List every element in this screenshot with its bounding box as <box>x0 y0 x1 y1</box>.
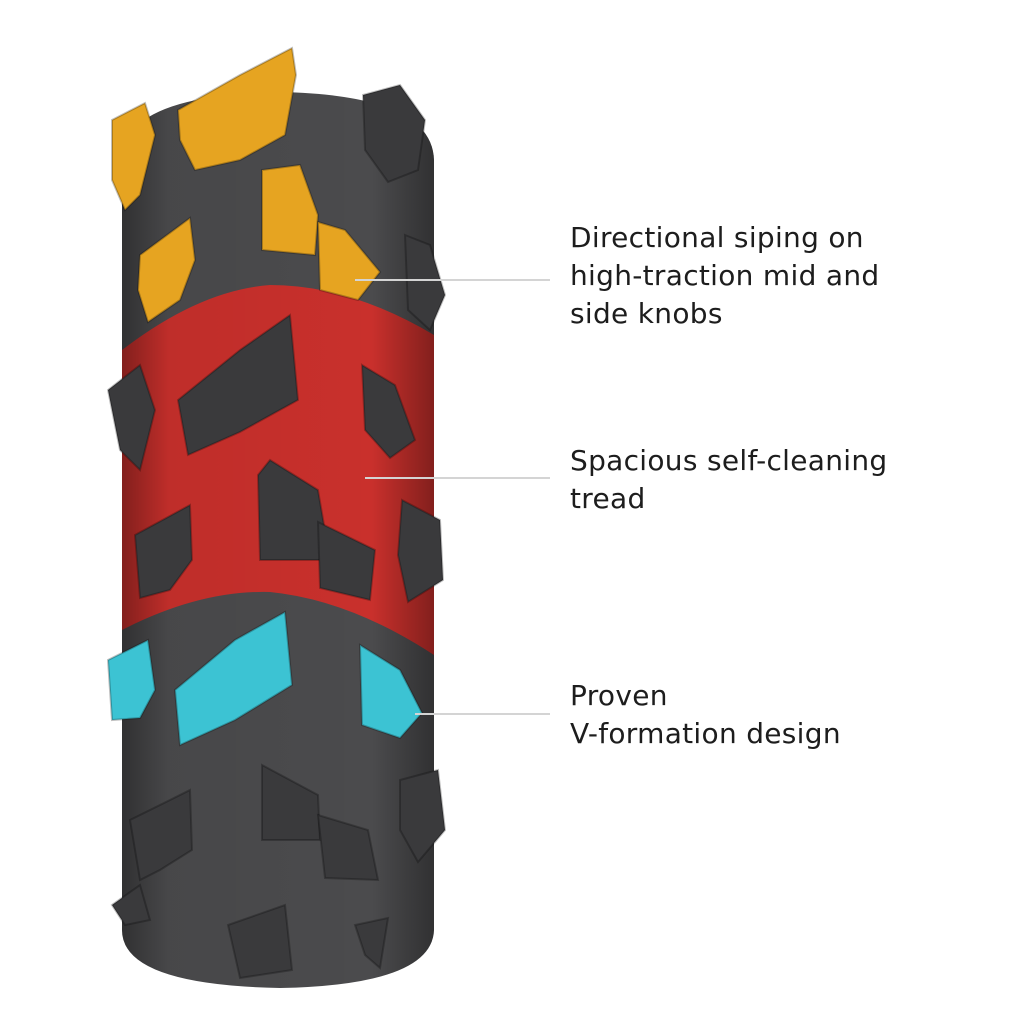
tread-knob <box>226 903 294 980</box>
tread-knob <box>399 768 447 864</box>
callout-directional-siping: Directional siping on high-traction mid … <box>570 219 879 333</box>
tread-knob <box>316 520 377 602</box>
leader-line-v-formation <box>415 713 550 715</box>
callout-self-cleaning-tread: Spacious self-cleaning tread <box>570 442 887 518</box>
mid-side-knob <box>111 101 157 212</box>
tread-knob <box>316 813 380 882</box>
leader-line-siping <box>355 279 550 281</box>
tread-knob <box>133 503 194 600</box>
tread-knob <box>128 788 194 882</box>
tread-knob <box>176 313 300 457</box>
callout-line: tread <box>570 482 646 515</box>
mid-side-knob <box>261 163 320 257</box>
tread-knob <box>403 233 447 332</box>
tread-knob <box>110 883 152 927</box>
callout-line: side knobs <box>570 297 723 330</box>
callout-line: Proven <box>570 679 668 712</box>
callout-line: Directional siping on <box>570 221 864 254</box>
callout-line: high-traction mid and <box>570 259 880 292</box>
tread-knob <box>396 498 445 604</box>
tread-knob <box>106 363 157 472</box>
v-formation-knob <box>173 610 294 747</box>
mid-side-knob <box>176 46 298 172</box>
tread-knob <box>361 83 427 184</box>
callout-v-formation: Proven V-formation design <box>570 677 841 753</box>
v-formation-knob <box>106 638 157 722</box>
tread-knob <box>261 763 322 841</box>
tread-knob <box>360 363 417 460</box>
leader-line-self-cleaning <box>365 477 550 479</box>
callout-line: Spacious self-cleaning <box>570 444 888 477</box>
callout-line: V-formation design <box>570 717 841 750</box>
v-formation-knob <box>358 643 424 740</box>
tread-knob <box>353 916 390 970</box>
mid-side-knob <box>136 216 197 324</box>
